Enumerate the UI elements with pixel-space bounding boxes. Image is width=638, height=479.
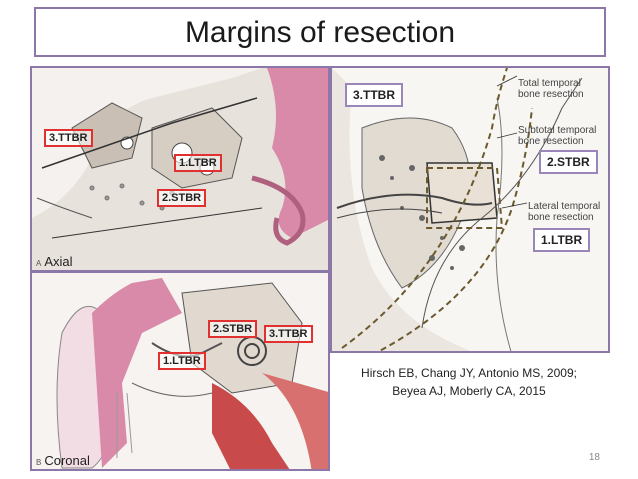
diagram-label-ttbr: 3.TTBR bbox=[345, 83, 403, 107]
page-number: 18 bbox=[588, 452, 600, 463]
axial-label-stbr: 2.STBR bbox=[157, 189, 207, 207]
citation: Hirsch EB, Chang JY, Antonio MS, 2009; B… bbox=[361, 366, 577, 398]
title-box: Margins of resection bbox=[34, 7, 606, 57]
diagram-label-ltbr: 1.LTBR bbox=[533, 228, 591, 252]
resection-illustration bbox=[332, 68, 608, 351]
lateral-resection-caption: Lateral temporal bone resection bbox=[528, 201, 601, 223]
coronal-label-ttbr: 3.TTBR bbox=[264, 325, 313, 343]
axial-label-ttbr: 3.TTBR bbox=[44, 129, 93, 147]
coronal-label-stbr: 2.STBR bbox=[208, 320, 258, 338]
coronal-illustration bbox=[32, 273, 328, 469]
axial-label-ltbr: 1.LTBR bbox=[174, 154, 222, 172]
total-resection-caption: Total temporal bone resection bbox=[518, 78, 584, 100]
resection-diagram-panel: Total temporal bone resection Subtotal t… bbox=[330, 66, 610, 353]
coronal-label-ltbr: 1.LTBR bbox=[158, 352, 206, 370]
subtotal-resection-caption: Subtotal temporal bone resection bbox=[518, 125, 597, 147]
diagram-label-stbr: 2.STBR bbox=[539, 150, 598, 174]
slide-title: Margins of resection bbox=[184, 16, 456, 49]
